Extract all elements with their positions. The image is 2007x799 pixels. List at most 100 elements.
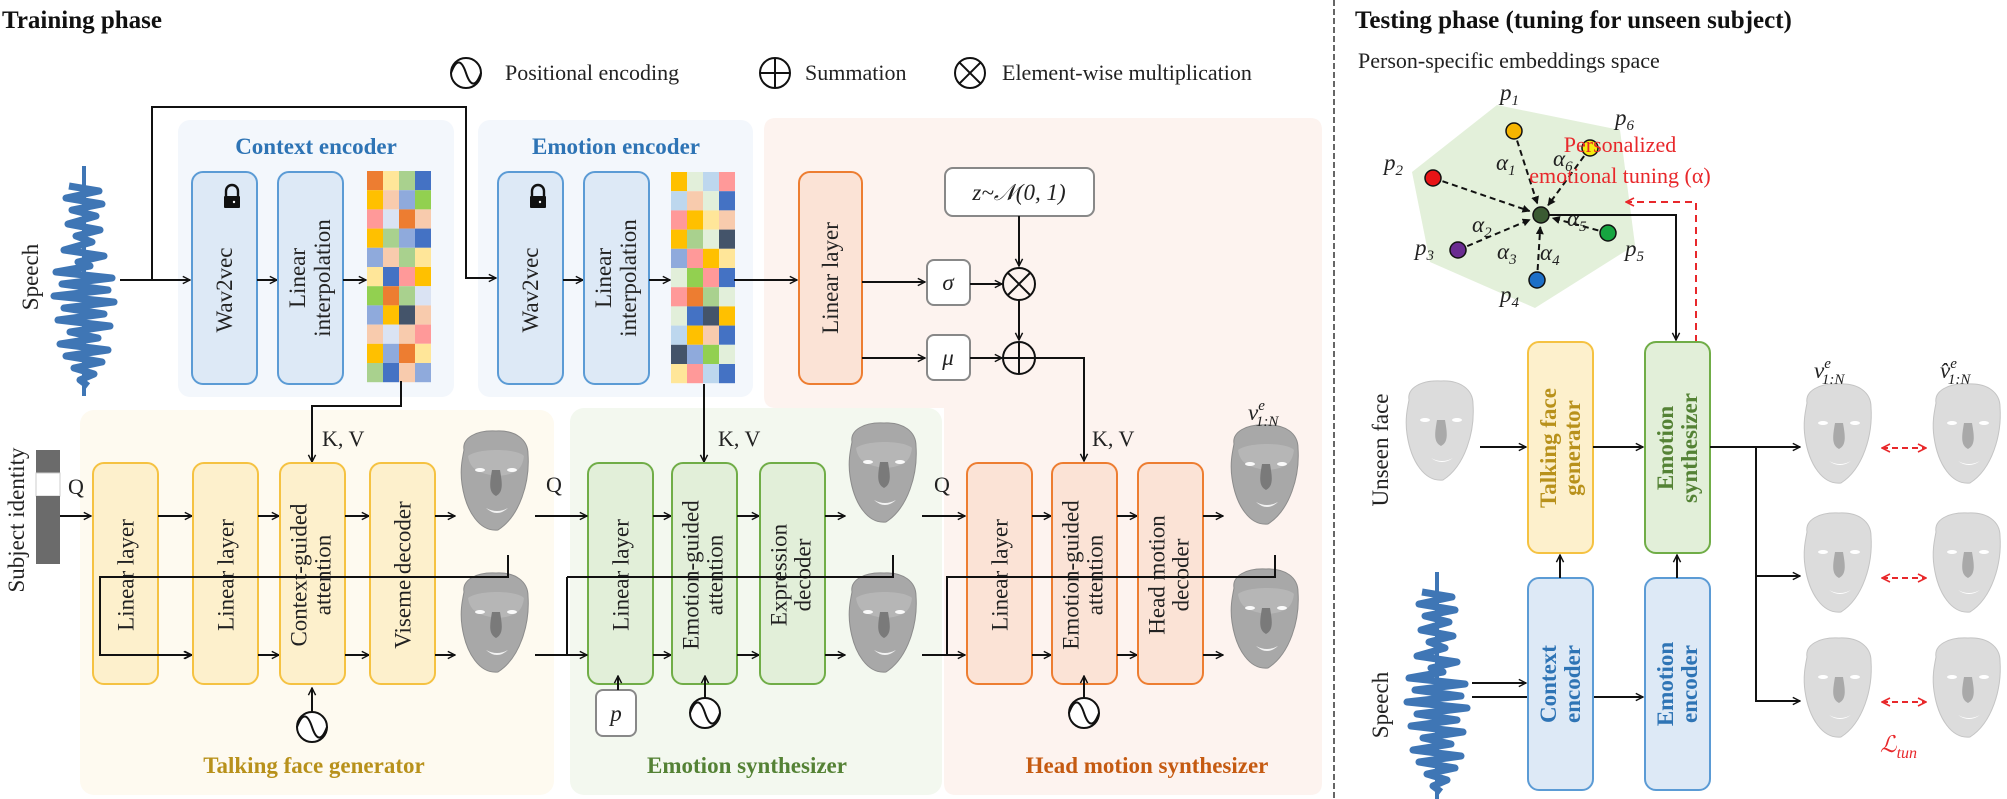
embedding-space-title: Person-specific embeddings space (1358, 48, 1660, 73)
emotion-matrix-cell (671, 248, 687, 268)
emotion-matrix-cell (703, 248, 719, 268)
context-matrix-cell (415, 363, 431, 383)
context-matrix-cell (415, 171, 431, 191)
test-context-encoder-line1: Context (1536, 645, 1561, 723)
vae-linear-layer-label: Linear layer (818, 222, 843, 334)
head-motion-block-label: Emotion-guided (1059, 500, 1084, 650)
q-label: Q (68, 474, 84, 499)
embedding-label-p1: p1 (1498, 80, 1519, 109)
context-matrix-cell (383, 247, 399, 267)
talking-face-block-2 (192, 462, 259, 685)
emotion-matrix-cell (703, 325, 719, 345)
emotion-matrix-cell (687, 191, 703, 211)
test-talking-face-line2: generator (1560, 400, 1585, 496)
head-motion-block-label: attention (1083, 534, 1108, 615)
head-motion-block-label: decoder (1169, 538, 1194, 611)
test-context-encoder-line2: encoder (1560, 645, 1585, 723)
test-talking-face-line1: Talking face (1536, 388, 1561, 508)
emotion-matrix-cell (687, 229, 703, 249)
emotion-matrix-cell (719, 287, 735, 307)
talking-face-block-label: Viseme decoder (391, 501, 416, 649)
speech-label: Speech (18, 243, 43, 310)
target-face-3 (1932, 637, 2001, 738)
speech-waveform-icon (54, 166, 114, 396)
emotion-matrix-cell (687, 306, 703, 326)
q-label: Q (934, 472, 950, 497)
emotion-matrix-cell (671, 306, 687, 326)
context-matrix-cell (383, 228, 399, 248)
element-wise-multiplication-icon (954, 57, 986, 89)
positional-encoding-icon (450, 57, 482, 89)
context-matrix-cell (399, 363, 415, 383)
context-matrix-cell (367, 286, 383, 306)
emotion-wav2vec-label: Wav2vec (518, 248, 543, 333)
context-matrix-cell (399, 286, 415, 306)
context-matrix-cell (367, 228, 383, 248)
sigma-box (926, 259, 971, 306)
context-interp-line2: interpolation (310, 219, 335, 337)
emotion-synth-block-label: decoder (791, 538, 816, 611)
context-matrix-cell (367, 363, 383, 383)
context-matrix-cell (399, 171, 415, 191)
alpha-label-2: α2 (1472, 212, 1492, 241)
context-matrix-cell (399, 228, 415, 248)
legend-summation: Summation (805, 60, 906, 85)
context-matrix-cell (367, 305, 383, 325)
context-feature-matrix (367, 171, 431, 383)
head-motion-block-3 (1137, 462, 1204, 685)
positional-encoding-icon (296, 711, 328, 743)
context-matrix-cell (383, 209, 399, 229)
q-label: Q (546, 472, 562, 497)
kv-label: K, V (718, 426, 760, 451)
emotion-synthesizer-panel (570, 408, 942, 795)
embedding-label-p6: p6 (1613, 105, 1635, 134)
context-matrix-cell (383, 190, 399, 210)
embedding-point-p1 (1505, 122, 1523, 140)
embedding-point-p5 (1599, 224, 1617, 242)
p-embedding-box (595, 689, 637, 737)
emotion-interp-line1: Linear (591, 248, 616, 308)
context-matrix-cell (367, 343, 383, 363)
emotion-matrix-cell (671, 210, 687, 230)
alpha-label-5: α5 (1567, 206, 1587, 235)
mu-label: μ (941, 345, 954, 370)
emotion-matrix-cell (687, 248, 703, 268)
head-motion-block-label: Head motion (1145, 515, 1170, 635)
testing-phase-title: Testing phase (tuning for unseen subject… (1355, 7, 1792, 34)
emotion-interp-line2: interpolation (616, 219, 641, 337)
legend-positional-encoding: Positional encoding (505, 60, 679, 85)
context-matrix-cell (367, 247, 383, 267)
context-matrix-cell (383, 324, 399, 344)
context-matrix-cell (399, 209, 415, 229)
context-matrix-cell (415, 209, 431, 229)
emotion-matrix-cell (671, 325, 687, 345)
emotion-matrix-cell (687, 210, 703, 230)
target-face-1 (1932, 383, 2001, 484)
summation-icon (759, 57, 791, 89)
vae-linear-layer-block (798, 171, 863, 385)
emotion-matrix-cell (703, 344, 719, 364)
context-matrix-cell (367, 171, 383, 191)
unseen-face (1405, 380, 1474, 481)
emotion-synth-block-label: Emotion-guided (679, 500, 704, 650)
svg-text:v̂e1:N: v̂e1:N (1940, 356, 1971, 388)
context-matrix-cell (383, 343, 399, 363)
talking-face-block-label: Linear layer (114, 519, 139, 631)
head-motion-block-1 (966, 462, 1033, 685)
legend-element-wise-multiplication: Element-wise multiplication (1002, 60, 1252, 85)
emotion-matrix-cell (671, 268, 687, 288)
emotion-matrix-cell (719, 306, 735, 326)
alpha-label-3: α3 (1497, 239, 1517, 268)
emotion-matrix-cell (703, 191, 719, 211)
context-matrix-cell (415, 286, 431, 306)
alpha-label-4: α4 (1540, 240, 1560, 269)
svg-text:ve1:N: ve1:N (1248, 398, 1279, 430)
talking-face-block-label: Linear layer (214, 519, 239, 631)
context-matrix-cell (383, 305, 399, 325)
training-phase-title: Training phase (2, 7, 162, 34)
context-encoder-title: Context encoder (235, 134, 397, 159)
emotion-matrix-cell (703, 306, 719, 326)
embedding-label-p3: p3 (1413, 235, 1434, 264)
